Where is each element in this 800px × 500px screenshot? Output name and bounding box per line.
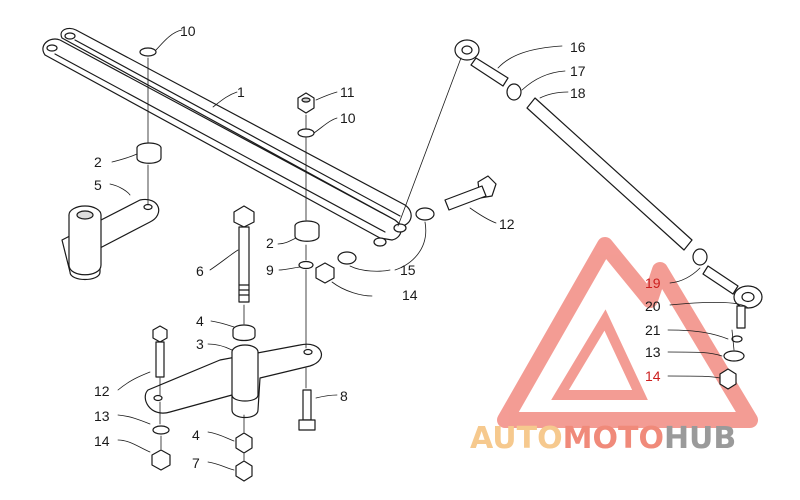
bracket-lower bbox=[144, 343, 322, 419]
callout-19: 19 bbox=[645, 275, 661, 291]
callout-12a: 12 bbox=[94, 383, 110, 399]
rod-end-top bbox=[454, 39, 509, 87]
callout-11: 11 bbox=[340, 84, 355, 100]
callout-5: 5 bbox=[94, 177, 102, 193]
nut-14-right bbox=[719, 368, 737, 390]
watermark-moto: MOTO bbox=[563, 421, 664, 456]
callout-1: 1 bbox=[237, 84, 245, 100]
rod-end-lower bbox=[702, 265, 763, 329]
callout-8: 8 bbox=[340, 388, 348, 404]
callout-21: 21 bbox=[645, 322, 661, 338]
callout-6: 6 bbox=[196, 263, 204, 279]
callout-labels: 10 1 11 10 2 5 6 2 9 4 3 12 13 14 4 7 8 … bbox=[94, 23, 661, 471]
nut-7 bbox=[235, 460, 253, 482]
nut-14-middle bbox=[315, 262, 335, 284]
callout-10b: 10 bbox=[340, 110, 356, 126]
washer-top-left bbox=[139, 47, 157, 57]
washer-15-right bbox=[415, 207, 435, 221]
bracket-upper bbox=[61, 198, 160, 281]
svg-text:AUTOMOTOHUB: AUTOMOTOHUB bbox=[470, 421, 736, 456]
jam-nut-19 bbox=[692, 248, 708, 266]
callout-2b: 2 bbox=[266, 235, 274, 251]
bolt-12-right bbox=[444, 175, 497, 211]
callout-16: 16 bbox=[570, 39, 586, 55]
spacer-center bbox=[294, 220, 320, 242]
callout-2a: 2 bbox=[94, 154, 102, 170]
callout-13b: 13 bbox=[645, 344, 661, 360]
washer-9 bbox=[298, 260, 314, 270]
callout-4b: 4 bbox=[192, 427, 200, 443]
washer-13-lower bbox=[152, 425, 170, 435]
bolt-long bbox=[233, 205, 255, 303]
callout-13a: 13 bbox=[94, 408, 110, 424]
callout-4a: 4 bbox=[196, 313, 204, 329]
callout-12b: 12 bbox=[499, 216, 515, 232]
watermark-auto: AUTO bbox=[470, 421, 563, 456]
callout-14a: 14 bbox=[94, 433, 110, 449]
nut-top bbox=[297, 92, 315, 114]
watermark-logo: AUTOMOTOHUB bbox=[470, 421, 736, 456]
watermark-hub: HUB bbox=[664, 421, 736, 456]
bolt-8 bbox=[298, 389, 316, 431]
bolt-lower-left bbox=[152, 325, 168, 378]
washer-center-top bbox=[297, 128, 315, 138]
washer-15-left bbox=[337, 251, 357, 265]
callout-20: 20 bbox=[645, 298, 661, 314]
spacer-4-lower bbox=[235, 432, 253, 454]
callout-14c: 14 bbox=[645, 368, 661, 384]
nut-14-lower bbox=[151, 449, 171, 471]
callout-15: 15 bbox=[400, 262, 416, 278]
control-arm bbox=[42, 27, 412, 247]
washer-21 bbox=[731, 335, 743, 343]
callout-10a: 10 bbox=[180, 23, 196, 39]
callout-3: 3 bbox=[196, 336, 204, 352]
spacer-upper-left bbox=[136, 142, 162, 164]
watermark-logo-triangle bbox=[497, 237, 758, 428]
callout-17: 17 bbox=[570, 63, 586, 79]
washer-13-right bbox=[723, 350, 745, 362]
jam-nut-17 bbox=[506, 83, 522, 101]
callout-7: 7 bbox=[192, 455, 200, 471]
tie-rod bbox=[526, 97, 693, 251]
assembly-lines bbox=[147, 57, 735, 461]
callout-9: 9 bbox=[266, 262, 274, 278]
callout-leaders bbox=[109, 29, 749, 471]
callout-18: 18 bbox=[570, 85, 586, 101]
spacer-4-upper bbox=[232, 324, 256, 342]
callout-14b: 14 bbox=[402, 287, 418, 303]
